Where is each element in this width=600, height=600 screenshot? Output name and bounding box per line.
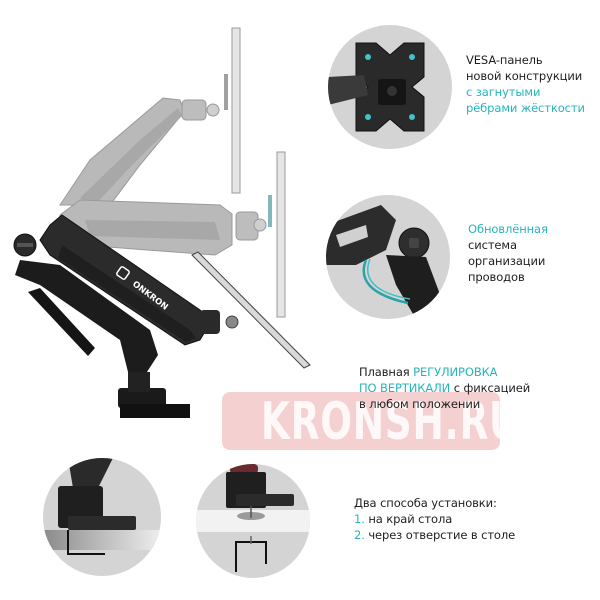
mounting-title: Два способа установки: bbox=[354, 496, 497, 510]
watermark-banner: KRONSH.RU bbox=[222, 392, 519, 450]
vesa-line-3: с загнутыми bbox=[466, 85, 541, 99]
vertical-line-3: в любом положении bbox=[359, 397, 481, 411]
desk-clamp-icon bbox=[43, 458, 161, 555]
grommet-mount-icon bbox=[196, 464, 310, 572]
vertical-line-1: Плавная РЕГУЛИРОВКА bbox=[359, 365, 498, 379]
cable-line-1: Обновлённая bbox=[468, 222, 548, 236]
mounting-option-1: 1. на край стола bbox=[354, 512, 453, 526]
cable-feature-text: Обновлённая система организации проводов bbox=[468, 221, 548, 285]
mounting-option-2: 2. через отверстие в столе bbox=[354, 528, 516, 542]
cable-line-4: проводов bbox=[468, 270, 525, 284]
cable-line-2: система bbox=[468, 238, 517, 252]
vesa-line-1: VESA-панель bbox=[466, 53, 543, 67]
cable-line-3: организации bbox=[468, 254, 546, 268]
cable-management-closeup-image bbox=[326, 195, 450, 319]
cable-clip-icon bbox=[326, 205, 444, 319]
monitor-arm-illustration: ONKRON bbox=[0, 0, 330, 430]
mounting-options-text: Два способа установки: 1. на край стола … bbox=[354, 495, 515, 543]
vesa-plate-icon bbox=[328, 42, 425, 132]
monitor-arm-graphic: ONKRON bbox=[13, 27, 311, 418]
grommet-mount-closeup-image bbox=[196, 464, 310, 578]
vesa-line-2: новой конструкции bbox=[466, 69, 583, 83]
vertical-line-2: ПО ВЕРТИКАЛИ с фиксацией bbox=[359, 381, 531, 395]
vesa-line-4: рёбрами жёсткости bbox=[466, 101, 585, 115]
desk-clamp-closeup-image bbox=[43, 458, 161, 576]
vertical-adjustment-text: Плавная РЕГУЛИРОВКА ПО ВЕРТИКАЛИ с фикса… bbox=[359, 364, 530, 412]
vesa-closeup-image bbox=[328, 25, 452, 149]
vesa-feature-text: VESA-панель новой конструкции с загнутым… bbox=[466, 52, 585, 116]
